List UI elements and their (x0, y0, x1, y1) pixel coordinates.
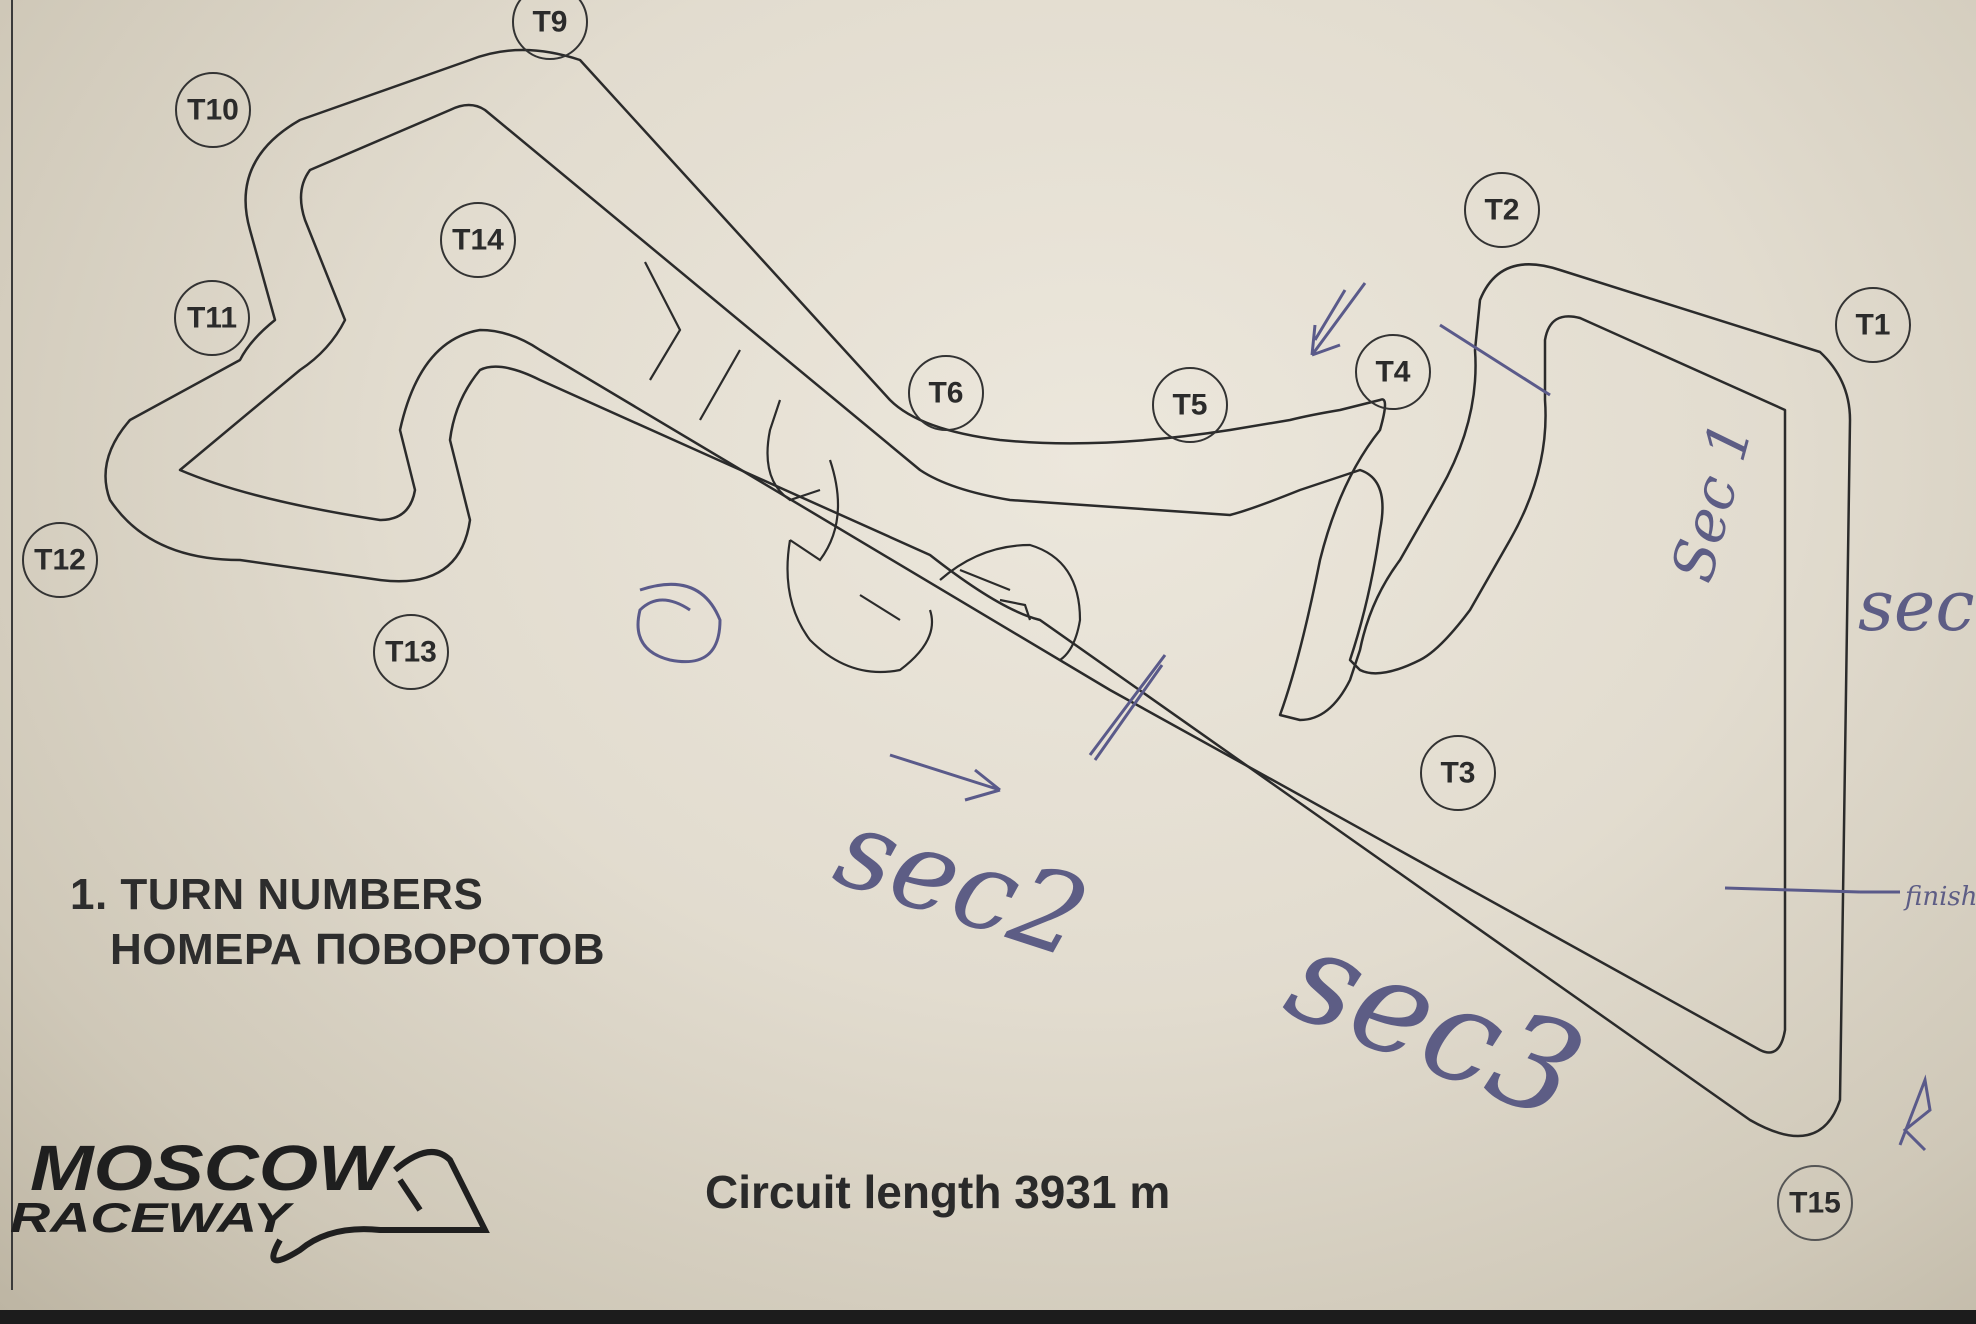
circuit-length: Circuit length 3931 m (705, 1166, 1171, 1218)
turn-label: T3 (1440, 757, 1475, 790)
handwritten-sec1: Sec 1 (1658, 415, 1766, 589)
turn-label: T12 (34, 544, 86, 577)
bottom-frame-bar (0, 1310, 1976, 1324)
turn-marker-t2: T2 (1464, 172, 1540, 248)
turn-marker-t10: T10 (175, 72, 251, 148)
scribble-mark (1898, 1074, 1932, 1152)
turn-label: T10 (187, 94, 239, 127)
handwritten-sec2: sec2 (822, 783, 1102, 983)
handwritten-finish-note: finish (1903, 882, 1976, 912)
logo-line1: MOSCOW (30, 1132, 395, 1204)
turn-marker-t3: T3 (1420, 735, 1496, 811)
turn-label: T2 (1484, 194, 1519, 227)
infield-loop (859, 543, 1082, 661)
finish-line (1724, 886, 1861, 894)
turn-label: T5 (1172, 389, 1207, 422)
heading-line1: 1. TURN NUMBERS (70, 870, 484, 919)
turn-label: T1 (1855, 309, 1890, 342)
logo-line2: RACEWAY (10, 1194, 295, 1241)
turn-label: T9 (532, 6, 567, 39)
turn-marker-t14: T14 (440, 202, 516, 278)
turn-marker-t9: T9 (512, 0, 588, 60)
turn-marker-t6: T6 (908, 355, 984, 431)
turn-marker-t1: T1 (1835, 287, 1911, 363)
turn-label: T6 (928, 377, 963, 410)
arrow-icon (1310, 282, 1367, 357)
track-inner-edge (178, 103, 1787, 1054)
pit-lane (644, 261, 934, 674)
turn-markers: T1 T2 T3 T4 T5 T6 T9 T10 (22, 0, 1911, 1241)
heading-line2: НОМЕРА ПОВОРОТОВ (110, 925, 606, 974)
moscow-raceway-logo: MOSCOW RACEWAY (10, 1132, 490, 1264)
turn-label: T13 (385, 636, 437, 669)
turn-marker-t13: T13 (373, 614, 449, 690)
turn-marker-t4: T4 (1355, 334, 1431, 410)
turn-label: T15 (1789, 1187, 1841, 1220)
sector-line-left (1088, 654, 1167, 761)
turn-label: T4 (1375, 356, 1410, 389)
handwritten-annotations: Sec 1 sec sec2 sec3 finish (636, 282, 1976, 1152)
turn-label: T14 (452, 224, 504, 257)
handwritten-sec-right: sec (1858, 565, 1975, 647)
turn-marker-t12: T12 (22, 522, 98, 598)
arrow-icon (889, 753, 1001, 802)
turn-marker-t5: T5 (1152, 367, 1228, 443)
logo-track-icon (270, 1149, 490, 1264)
sector-line-top (1439, 323, 1551, 397)
turn-marker-t15: T15 (1777, 1165, 1853, 1241)
turn-label: T11 (187, 302, 237, 335)
turn-marker-t11: T11 (174, 280, 250, 356)
scribble-mark (636, 582, 722, 664)
